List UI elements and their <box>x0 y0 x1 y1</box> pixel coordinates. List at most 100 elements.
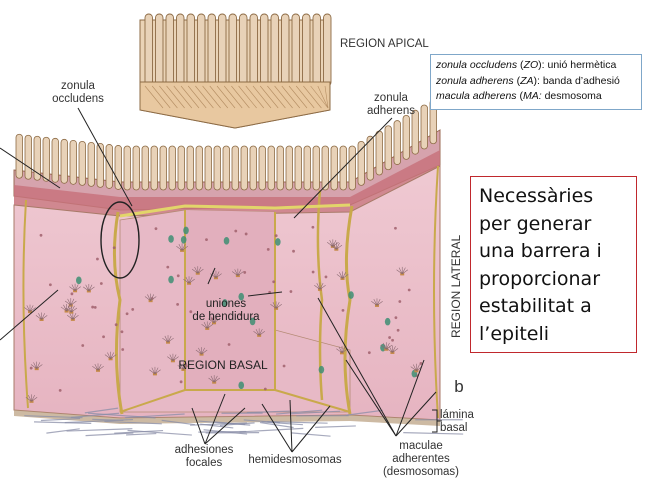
granule <box>228 343 231 346</box>
legend-term: macula adherens <box>436 90 517 102</box>
microvillus <box>250 14 258 86</box>
label-adhesiones-focales-line2: focales <box>154 457 254 470</box>
microvillus <box>106 144 113 188</box>
microvillus <box>166 14 174 86</box>
label-lamina-basal-line2: basal <box>440 422 486 435</box>
microvillus <box>142 146 149 190</box>
microvillus <box>219 14 227 86</box>
microvillus <box>156 14 164 86</box>
microvillus <box>403 115 410 159</box>
granule <box>275 234 278 237</box>
microvillus <box>196 146 203 190</box>
granule <box>397 329 400 332</box>
collagen-fiber <box>240 428 304 432</box>
granule <box>292 250 295 253</box>
granule <box>121 348 124 351</box>
legend-abbr: ZA <box>520 75 533 87</box>
organelle <box>181 236 187 244</box>
granule <box>91 306 94 309</box>
granule <box>311 226 314 229</box>
microvillus <box>261 14 269 86</box>
granule <box>267 248 270 251</box>
organelle <box>348 291 354 299</box>
microvillus <box>241 146 248 190</box>
microvillus <box>376 131 383 175</box>
microvillus <box>198 14 206 86</box>
microvillus <box>313 146 320 190</box>
legend-abbr: MA: <box>523 90 542 102</box>
microvillus <box>324 14 332 86</box>
granule <box>290 290 293 293</box>
legend-row-za: zonula adherens (ZA): banda d’adhesió <box>436 74 636 90</box>
collagen-fiber <box>126 434 156 435</box>
granule <box>264 388 267 391</box>
legend-abbr: ZO <box>524 59 539 71</box>
granule <box>96 258 99 261</box>
granule <box>121 330 124 333</box>
organelle <box>168 235 174 243</box>
granule <box>126 312 129 315</box>
label-region-apical: REGION APICAL <box>340 38 440 51</box>
organelle <box>183 227 189 235</box>
microvillus <box>271 14 279 86</box>
label-adhesiones-focales-line1: adhesiones <box>154 444 254 457</box>
legend-term: zonula occludens <box>436 59 517 71</box>
organelle <box>238 382 244 390</box>
microvillus <box>214 146 221 190</box>
microvillus <box>79 141 86 185</box>
granule <box>243 271 246 274</box>
granule <box>40 234 43 237</box>
microvillus <box>304 146 311 190</box>
microvillus <box>205 146 212 190</box>
label-maculae-line1: maculae <box>362 440 480 453</box>
microvillus <box>303 14 311 86</box>
organelle <box>168 276 174 284</box>
microvillus <box>292 14 300 86</box>
label-lamina-basal: lámina basal <box>440 409 486 435</box>
label-maculae: maculae adherentes (desmosomas) <box>362 440 480 479</box>
callout-text: Necessàries per generar una barrera i pr… <box>479 183 628 348</box>
junction-legend: zonula occludens (ZO): unió hermètica zo… <box>430 54 642 110</box>
label-zonula-adherens-line1: zonula <box>356 92 426 105</box>
legend-row-zo: zonula occludens (ZO): unió hermètica <box>436 58 636 74</box>
microvillus <box>151 146 158 190</box>
microvillus <box>97 143 104 187</box>
microvillus <box>70 140 77 184</box>
collagen-fiber <box>315 426 356 427</box>
granule <box>342 309 345 312</box>
microvillus <box>177 14 185 86</box>
microvillus <box>286 146 293 190</box>
microvillus <box>331 146 338 190</box>
organelle <box>76 277 82 285</box>
granule <box>388 336 391 339</box>
label-zonula-adherens: zonula adherens <box>356 92 426 118</box>
microvillus <box>295 146 302 190</box>
label-maculae-line2: adherentes <box>362 453 480 466</box>
microvillus <box>250 146 257 190</box>
granule <box>395 316 398 319</box>
microvillus <box>313 14 321 86</box>
legend-term: zonula adherens <box>436 75 514 87</box>
legend-desc: ): unió hermètica <box>538 59 616 71</box>
label-zonula-occludens: zonula occludens <box>38 80 118 106</box>
granule <box>180 380 183 383</box>
organelle <box>224 237 230 245</box>
microvillus <box>169 146 176 190</box>
granule <box>368 351 371 354</box>
granule <box>177 274 180 277</box>
organelle <box>275 238 281 246</box>
granule <box>272 280 275 283</box>
granule <box>283 365 286 368</box>
microvillus <box>145 14 153 86</box>
microvillus <box>61 139 68 183</box>
microvillus <box>133 146 140 190</box>
microvillus <box>88 142 95 186</box>
label-uniones-line1: uniones <box>176 298 276 311</box>
microvillus <box>208 14 216 86</box>
granule <box>81 344 84 347</box>
granule <box>325 276 328 279</box>
collagen-fiber <box>291 433 330 436</box>
microvillus <box>385 126 392 170</box>
granule <box>71 292 74 295</box>
